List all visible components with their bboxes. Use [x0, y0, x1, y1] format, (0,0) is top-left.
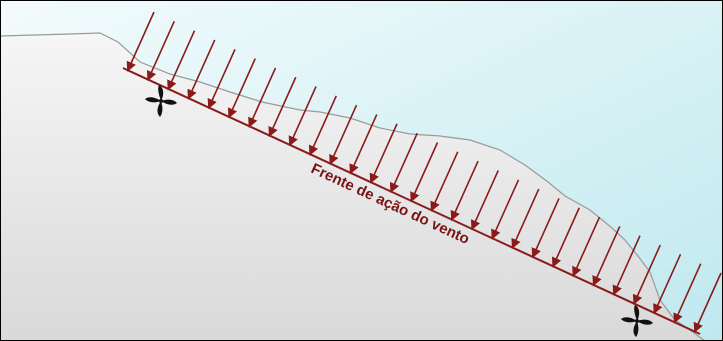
wind-front-line — [122, 67, 701, 335]
arrow-icon — [369, 123, 398, 184]
arrow-icon — [187, 39, 216, 100]
arrow-icon — [349, 114, 378, 175]
arrow-icon — [673, 263, 702, 324]
wind-turbine-icon — [145, 85, 177, 117]
arrow-icon — [653, 254, 682, 315]
arrow-icon — [693, 272, 722, 333]
arrow-icon — [511, 188, 540, 249]
arrow-icon — [167, 30, 196, 91]
arrow-icon — [491, 179, 520, 240]
arrow-icon — [531, 198, 560, 259]
arrow-icon — [248, 67, 277, 128]
arrow-icon — [410, 142, 439, 203]
arrow-icon — [268, 76, 297, 138]
arrow-icon — [572, 216, 601, 277]
arrow-icon — [227, 58, 256, 119]
arrow-icon — [389, 132, 418, 194]
arrow-icon — [551, 207, 580, 268]
wind-arrows — [126, 11, 722, 333]
arrow-icon — [146, 20, 175, 82]
arrow-icon — [592, 226, 621, 287]
arrow-icon — [632, 244, 661, 305]
wind-turbine-icon — [621, 305, 653, 337]
arrow-icon — [329, 104, 358, 166]
arrow-icon — [430, 151, 459, 212]
arrow-icon — [288, 86, 317, 147]
arrow-icon — [612, 235, 641, 296]
arrow-icon — [308, 95, 337, 156]
coastline — [0, 32, 706, 341]
arrow-icon — [450, 160, 479, 221]
arrow-icon — [126, 11, 155, 72]
arrow-icon — [470, 170, 499, 231]
arrow-icon — [207, 48, 236, 110]
land-area — [0, 33, 705, 341]
